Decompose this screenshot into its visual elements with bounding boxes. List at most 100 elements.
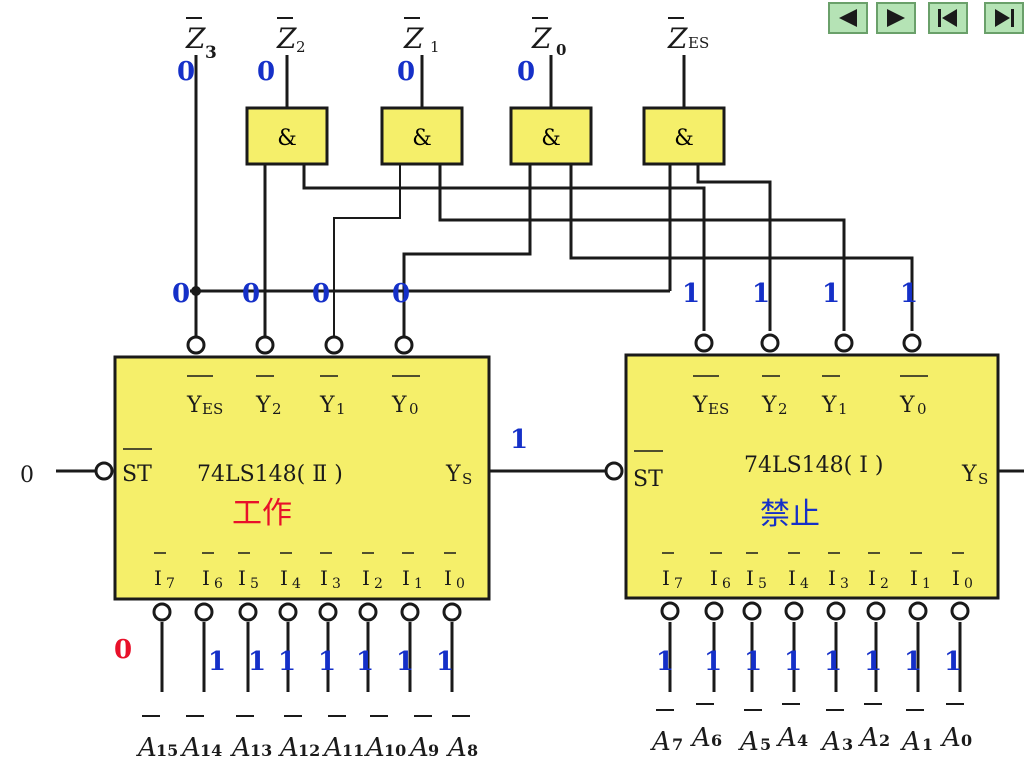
- value-right-i1: 1: [904, 647, 922, 677]
- and-gate-label: &: [412, 126, 432, 151]
- svg-text:I: I: [710, 566, 718, 590]
- svg-text:1: 1: [414, 576, 423, 592]
- value-left-i0: 1: [436, 647, 454, 677]
- value-right-yes: 1: [682, 279, 700, 309]
- svg-text:I: I: [280, 566, 288, 590]
- wire-y1-right: [438, 164, 846, 331]
- svg-text:0: 0: [961, 731, 972, 750]
- svg-text:6: 6: [214, 576, 223, 592]
- value-z2: 0: [257, 57, 275, 87]
- svg-text:2: 2: [296, 38, 306, 56]
- label-z0: Z: [531, 22, 552, 55]
- and-gate-label: &: [541, 126, 561, 151]
- svg-text:I: I: [868, 566, 876, 590]
- last-slide-button[interactable]: [984, 2, 1024, 34]
- chip-right-ys: Y: [961, 462, 977, 487]
- svg-text:6: 6: [711, 731, 722, 750]
- and-gates: & & & &: [245, 106, 726, 166]
- svg-text:0: 0: [409, 400, 419, 418]
- svg-text:5: 5: [250, 576, 259, 592]
- svg-text:I: I: [238, 566, 246, 590]
- left-address-labels: A 15 A 14 A 13 A 12 A 11 A 10 A 9 A 8: [136, 715, 478, 763]
- svg-text:7: 7: [674, 576, 683, 592]
- junction-dot: [191, 286, 201, 296]
- address-labels: A 15 A 14 A 13 A 12 A 11 A 10 A 9 A 8: [136, 703, 972, 763]
- chip-right-state: 禁止: [760, 497, 820, 532]
- svg-text:Y: Y: [391, 393, 407, 418]
- svg-text:15: 15: [156, 741, 178, 760]
- and-gate-label: &: [277, 126, 297, 151]
- previous-button[interactable]: [828, 2, 868, 34]
- svg-text:11: 11: [342, 741, 364, 760]
- and-gate-z2: [245, 106, 329, 166]
- svg-text:12: 12: [298, 741, 320, 760]
- value-left-i2: 1: [356, 647, 374, 677]
- chip-left-state: 工作: [232, 496, 292, 531]
- chip-left-labels: Y ES Y 2 Y 1 Y 0 ST 74LS148( Ⅱ ) Y S I 7…: [122, 375, 472, 592]
- and-gate-label: &: [674, 126, 694, 151]
- value-right-i0: 1: [944, 647, 962, 677]
- chip-left-ys: Y: [445, 462, 461, 487]
- label-z2: Z: [276, 22, 297, 55]
- value-left-i4: 1: [278, 647, 296, 677]
- value-left-i6: 1: [208, 647, 226, 677]
- value-left-y0: 0: [392, 279, 410, 309]
- skip-first-icon: [938, 9, 957, 27]
- svg-text:I: I: [662, 566, 670, 590]
- svg-text:14: 14: [200, 741, 222, 760]
- value-right-i2: 1: [864, 647, 882, 677]
- triangle-right-icon: [887, 9, 905, 27]
- svg-text:A: A: [364, 733, 385, 763]
- svg-text:A: A: [322, 733, 343, 763]
- chip-right-name: 74LS148( Ⅰ ): [744, 453, 884, 478]
- svg-text:S: S: [978, 470, 988, 488]
- svg-text:A: A: [278, 733, 299, 763]
- wire-y1-left: [333, 164, 401, 331]
- svg-text:I: I: [154, 566, 162, 590]
- svg-text:1: 1: [430, 38, 440, 56]
- svg-text:A: A: [738, 727, 759, 757]
- value-st-input: 0: [20, 463, 34, 488]
- svg-text:A: A: [820, 727, 841, 757]
- svg-text:A: A: [180, 733, 201, 763]
- svg-text:S: S: [462, 470, 472, 488]
- label-z3: Z: [185, 22, 206, 55]
- svg-text:A: A: [690, 723, 711, 753]
- svg-text:13: 13: [250, 741, 272, 760]
- svg-text:2: 2: [778, 400, 788, 418]
- svg-text:4: 4: [800, 576, 809, 592]
- svg-text:Y: Y: [255, 393, 271, 418]
- svg-text:1: 1: [922, 735, 933, 754]
- wire-yes-right: [302, 164, 706, 331]
- svg-text:A: A: [408, 733, 429, 763]
- svg-text:I: I: [952, 566, 960, 590]
- inversion-bubbles: [94, 333, 970, 622]
- first-slide-button[interactable]: [928, 2, 968, 34]
- right-address-labels: A 7 A 6 A 5 A 4 A 3 A 2 A 1 A 0: [650, 703, 972, 757]
- value-right-i4: 1: [784, 647, 802, 677]
- slide-navigation: [828, 2, 1024, 36]
- svg-text:A: A: [136, 733, 157, 763]
- triangle-left-icon: [839, 9, 857, 27]
- svg-text:9: 9: [428, 741, 439, 760]
- value-ys-link: 1: [510, 425, 528, 455]
- svg-text:I: I: [444, 566, 452, 590]
- svg-text:ES: ES: [688, 34, 709, 52]
- svg-text:2: 2: [272, 400, 282, 418]
- value-right-y0: 1: [900, 279, 918, 309]
- value-left-i3: 1: [318, 647, 336, 677]
- svg-text:A: A: [900, 727, 921, 757]
- svg-text:10: 10: [384, 741, 406, 760]
- svg-text:Y: Y: [319, 393, 335, 418]
- svg-text:3: 3: [840, 576, 849, 592]
- next-button[interactable]: [876, 2, 916, 34]
- svg-text:A: A: [776, 723, 797, 753]
- svg-text:5: 5: [760, 735, 771, 754]
- svg-text:4: 4: [797, 731, 808, 750]
- svg-text:Y: Y: [186, 393, 202, 418]
- svg-text:2: 2: [374, 576, 383, 592]
- chip-left-body: [113, 355, 491, 601]
- wires: [56, 55, 1024, 692]
- svg-text:ES: ES: [202, 400, 223, 418]
